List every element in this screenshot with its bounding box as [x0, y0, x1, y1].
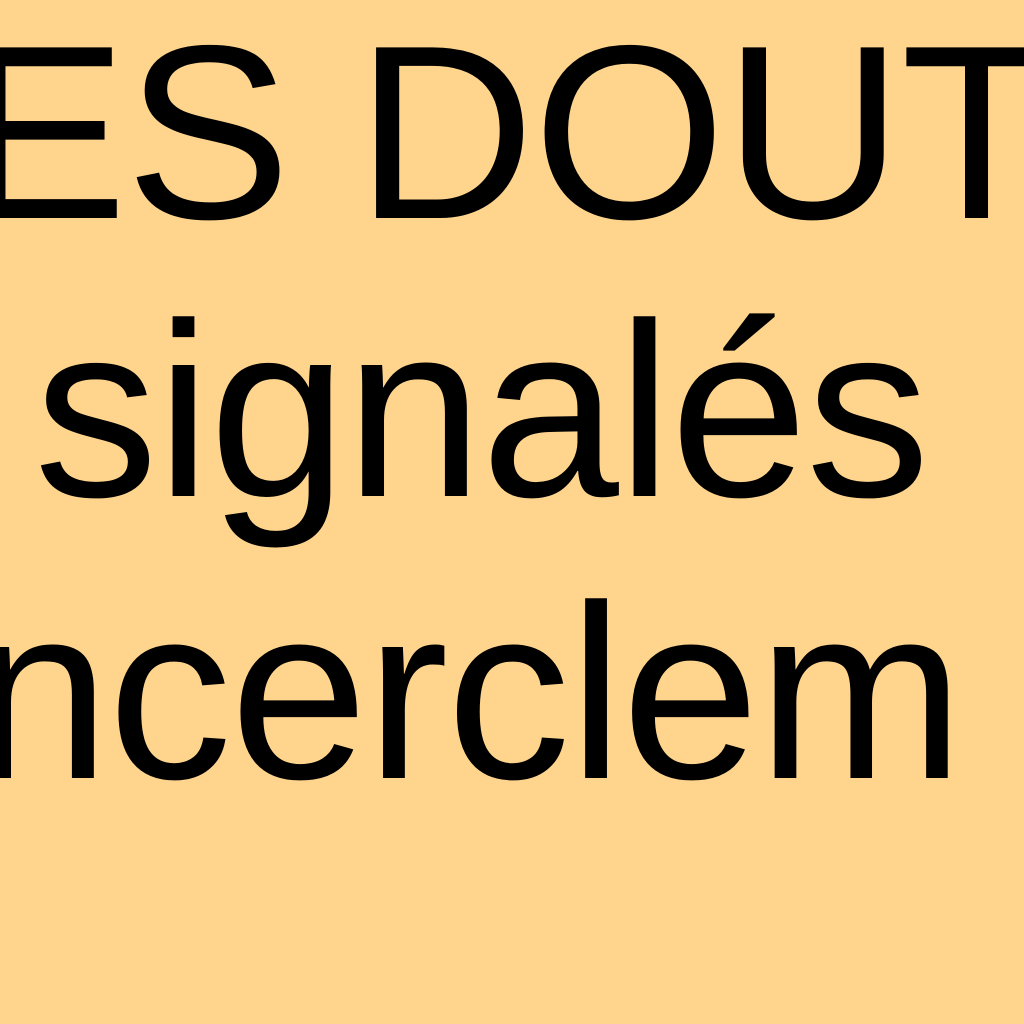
text-line-3: ncerclem	[0, 553, 964, 831]
text-line-2: signalés	[34, 271, 930, 549]
text-line-1: ES DOUT	[0, 0, 1024, 271]
